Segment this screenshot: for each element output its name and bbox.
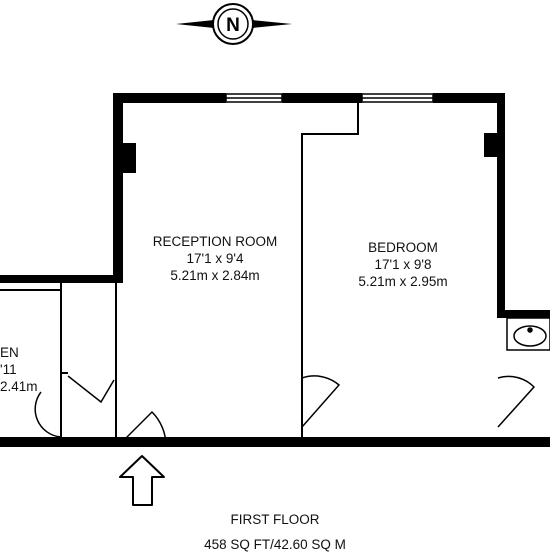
- walls: [0, 93, 550, 447]
- partition-walls: [0, 103, 359, 437]
- room-imperial-size: 17'1 x 9'8: [374, 257, 432, 272]
- window: [225, 93, 434, 103]
- room-metric-size: 5.21m x 2.84m: [170, 268, 260, 283]
- room-name: RECEPTION ROOM: [152, 234, 278, 249]
- compass-letter: N: [226, 15, 240, 36]
- room-metric-size: 5.21m x 2.95m: [358, 274, 448, 289]
- room-imperial-size: 17'1 x 9'4: [186, 251, 244, 266]
- room-label-bedroom: BEDROOM 17'1 x 9'8 5.21m x 2.95m: [333, 239, 473, 290]
- compass-icon: N: [176, 3, 292, 45]
- room-label-reception: RECEPTION ROOM 17'1 x 9'4 5.21m x 2.84m: [140, 233, 290, 284]
- room-name: BEDROOM: [368, 240, 438, 255]
- floor-area: 458 SQ FT/42.60 SQ M: [204, 537, 346, 552]
- entrance-arrow-icon: [119, 455, 165, 506]
- room-metric-size: 2.41m: [0, 379, 38, 394]
- room-imperial-size: '11: [0, 362, 17, 377]
- door: [34, 375, 536, 447]
- room-name: EN: [0, 345, 19, 360]
- room-label-kitchen: EN '11 2.41m: [0, 344, 40, 395]
- washbasin-icon: [506, 317, 550, 351]
- floor-name: FIRST FLOOR: [230, 512, 320, 527]
